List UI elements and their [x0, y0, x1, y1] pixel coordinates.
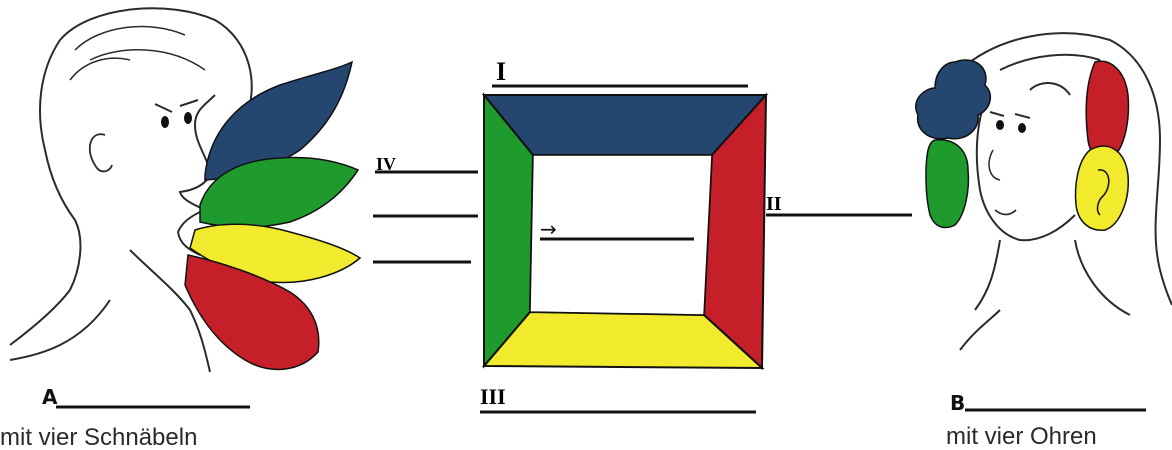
speaker-figure: A mit vier Schnäbeln	[0, 8, 360, 450]
ear-red	[1086, 61, 1128, 160]
listener-hair-outline	[960, 33, 1172, 305]
listener-neck	[960, 240, 1130, 350]
listener-nose	[989, 150, 1000, 180]
label-right-II: II	[766, 193, 782, 215]
speaker-hair-strands	[70, 27, 205, 80]
listener-caption: mit vier Ohren	[946, 423, 1097, 450]
listener-figure: B mit vier Ohren	[916, 33, 1172, 450]
listener-brow	[990, 112, 1030, 118]
label-top-I: I	[496, 57, 506, 86]
listener-face-outline	[977, 83, 1075, 240]
center-arrow: →	[540, 217, 557, 241]
speaker-caption: mit vier Schnäbeln	[0, 424, 197, 450]
label-bottom-III: III	[480, 384, 506, 409]
listener-eye-left	[996, 120, 1004, 130]
listener-mouth	[995, 210, 1016, 215]
message-square: I → III II	[480, 57, 912, 412]
speaker-ear	[90, 134, 112, 171]
speaker-brow	[155, 100, 198, 112]
speaker-letter: A	[42, 385, 58, 409]
speaker-eye-right	[184, 112, 192, 124]
speaker-eye-left	[161, 116, 169, 128]
speaker-shoulder	[10, 300, 110, 360]
listener-letter: B	[950, 391, 965, 415]
listener-eye-right	[1018, 123, 1026, 133]
left-answer-lines: IV	[373, 154, 478, 262]
message-center	[530, 155, 712, 315]
ear-green	[926, 140, 968, 228]
ear-yellow	[1076, 146, 1129, 230]
